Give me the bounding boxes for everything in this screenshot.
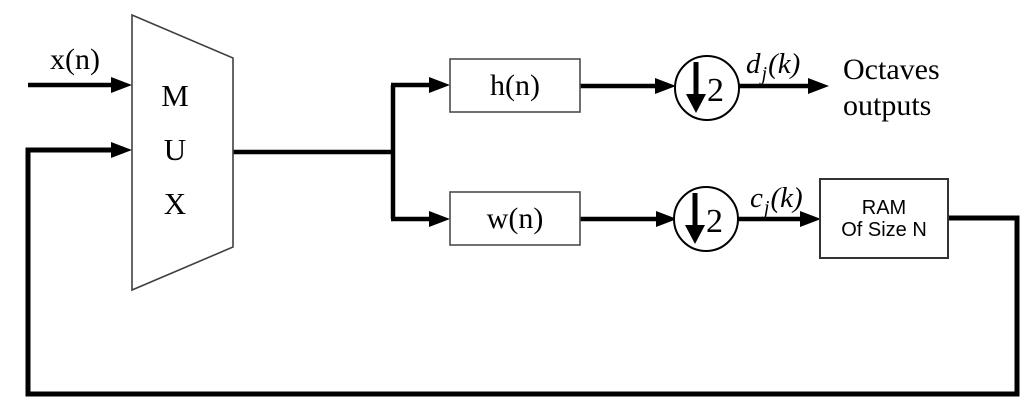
detail-signal-var: k xyxy=(777,48,791,80)
scaling-filter-block xyxy=(449,191,581,246)
downsample-top-factor: 2 xyxy=(707,72,724,109)
mux-letter-x: X xyxy=(163,186,187,221)
feedback-wire xyxy=(25,147,1020,397)
highpass-to-downsampler-arrowhead-icon xyxy=(655,78,676,94)
scaling-filter-label: w(n) xyxy=(486,201,544,235)
approx-signal-subscript: j xyxy=(763,197,770,219)
downsample-bottom-arrowhead-icon xyxy=(685,225,705,244)
approx-to-ram-arrowhead-icon xyxy=(800,211,821,227)
octaves-output-caption-line1: Octaves xyxy=(843,53,940,86)
downsample-top-arrowhead-icon xyxy=(686,94,706,113)
octaves-output-arrowhead-icon xyxy=(808,78,829,94)
approx-signal-var: k xyxy=(780,182,793,214)
input-signal-label: x(n) xyxy=(50,43,100,76)
highpass-branch-arrowhead-icon xyxy=(429,77,450,93)
mux-block xyxy=(131,13,234,292)
octaves-output-caption: Octaves outputs xyxy=(843,52,940,124)
ram-label: RAM Of Size N xyxy=(820,179,948,258)
approx-signal-close-paren: ) xyxy=(792,182,803,214)
input-arrowhead-icon xyxy=(111,77,132,93)
downsampler-bottom-circle xyxy=(673,186,739,252)
downsampler-top-circle xyxy=(674,55,740,121)
feedback-arrowhead-icon xyxy=(111,142,132,158)
approx-signal-label: cj(k) xyxy=(750,182,803,219)
approx-signal-base: c xyxy=(750,182,763,214)
octaves-output-caption-line2: outputs xyxy=(843,89,932,122)
ram-label-line2: Of Size N xyxy=(841,218,927,241)
mux-letter-m: M xyxy=(161,78,189,113)
detail-signal-open-paren: ( xyxy=(768,48,778,80)
detail-signal-subscript: j xyxy=(761,63,768,85)
scaling-branch-arrowhead-icon xyxy=(429,211,450,227)
approx-signal-open-paren: ( xyxy=(770,182,781,214)
detail-signal-base: d xyxy=(746,48,761,80)
detail-signal-label: dj(k) xyxy=(746,48,801,85)
highpass-filter-block xyxy=(449,58,581,113)
ram-label-line1: RAM xyxy=(861,196,907,219)
detail-signal-close-paren: ) xyxy=(790,48,801,80)
scaling-to-downsampler-arrowhead-icon xyxy=(656,211,677,227)
mux-letter-u: U xyxy=(163,132,187,167)
downsample-bottom-factor: 2 xyxy=(706,203,723,240)
ram-block xyxy=(819,178,949,259)
highpass-filter-label: h(n) xyxy=(490,68,540,102)
mux-label: M U X xyxy=(152,69,198,231)
